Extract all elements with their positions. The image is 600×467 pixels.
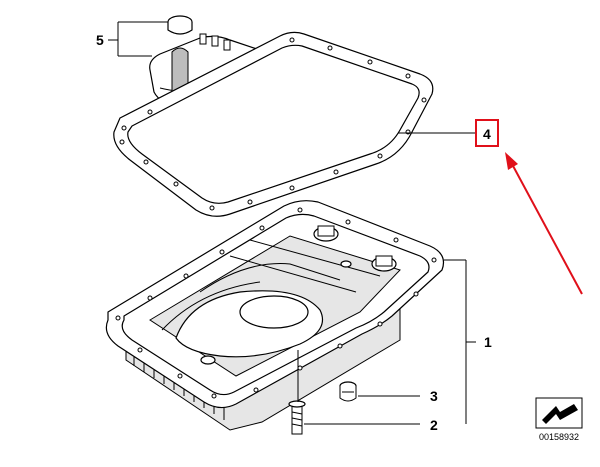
oil-pan	[105, 200, 445, 431]
reference-number: 00158932	[539, 432, 579, 442]
callout-5-bracket	[108, 21, 168, 57]
callout-1-label: 1	[484, 334, 492, 350]
callout-4-label: 4	[483, 126, 491, 142]
pan-bolt-holes	[115, 207, 437, 399]
red-pointer-arrow	[505, 152, 583, 295]
callout-2-label: 2	[430, 417, 438, 433]
callout-3-label: 3	[430, 388, 438, 404]
gasket	[113, 31, 434, 217]
callout-4-highlight-box	[475, 119, 499, 147]
gasket-bolt-holes	[119, 37, 427, 211]
callout-2-leader	[297, 350, 420, 425]
callout-5-label: 5	[96, 32, 104, 48]
reference-icon	[535, 397, 583, 429]
pan-bolt	[288, 400, 306, 435]
callout-1-bracket	[444, 259, 476, 424]
drain-plug	[339, 381, 357, 402]
